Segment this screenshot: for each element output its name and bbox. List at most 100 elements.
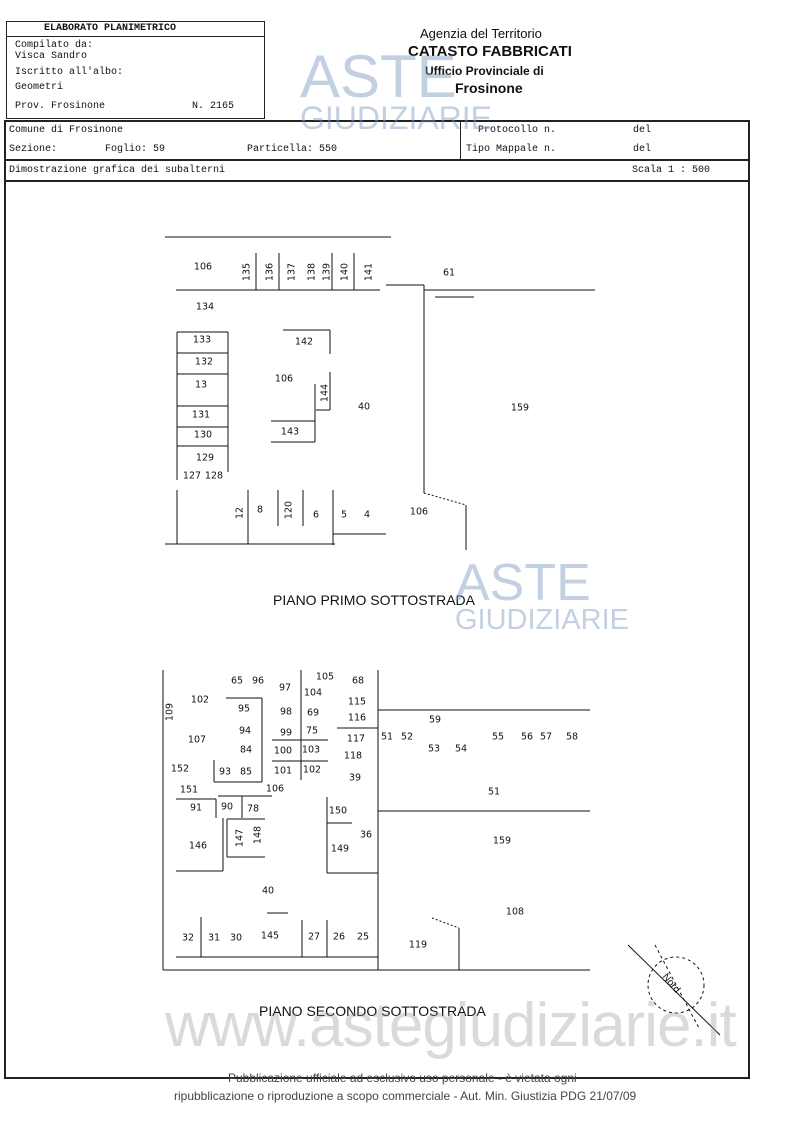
room-label: 30 [229, 932, 243, 944]
room-label: 105 [315, 671, 335, 683]
room-label: 94 [238, 725, 252, 737]
office-city: Frosinone [455, 80, 523, 96]
room-label: 56 [520, 731, 534, 743]
document-title: ELABORATO PLANIMETRICO [44, 23, 177, 34]
catasto-title: CATASTO FABBRICATI [408, 43, 572, 60]
room-label: 85 [239, 766, 253, 778]
room-label: 141 [363, 262, 375, 282]
room-label: 159 [510, 402, 530, 414]
room-label: 151 [179, 784, 199, 796]
room-label: 131 [191, 409, 211, 421]
room-label: 5 [340, 509, 348, 521]
room-label: 117 [346, 733, 366, 745]
agency-name: Agenzia del Territorio [420, 26, 542, 41]
room-label: 132 [194, 356, 214, 368]
room-label: 61 [442, 267, 456, 279]
room-label: 12 [234, 506, 246, 520]
compiled-label: Compilato da: [15, 40, 94, 51]
protocollo-label: Protocollo n. [478, 125, 557, 136]
room-label: 104 [303, 687, 323, 699]
drawing-frame [4, 120, 750, 1079]
room-label: 137 [286, 262, 298, 282]
room-label: 142 [294, 336, 314, 348]
room-label: 106 [193, 261, 213, 273]
room-label: 109 [164, 702, 176, 722]
room-label: 78 [246, 803, 260, 815]
room-label: 69 [306, 707, 320, 719]
room-label: 26 [332, 931, 346, 943]
registered-label: Iscritto all'albo: [15, 67, 124, 78]
room-label: 102 [302, 764, 322, 776]
room-label: 32 [181, 932, 195, 944]
province: Prov. Frosinone [15, 101, 106, 112]
room-label: 135 [241, 262, 253, 282]
room-label: 4 [363, 509, 371, 521]
tipo-mappale-del: del [633, 144, 652, 155]
room-label: 139 [321, 262, 333, 282]
scale: Scala 1 : 500 [632, 165, 711, 176]
room-label: 40 [357, 401, 371, 413]
room-label: 120 [283, 500, 295, 520]
room-label: 143 [280, 426, 300, 438]
room-label: 106 [274, 373, 294, 385]
room-label: 102 [190, 694, 210, 706]
room-label: 6 [312, 509, 320, 521]
protocollo-del: del [633, 125, 652, 136]
room-label: 13 [194, 379, 208, 391]
floor1-title: PIANO PRIMO SOTTOSTRADA [273, 592, 475, 608]
room-label: 140 [339, 262, 351, 282]
sezione: Sezione: [9, 144, 58, 155]
room-label: 99 [279, 727, 293, 739]
room-label: 145 [260, 930, 280, 942]
room-label: 103 [301, 744, 321, 756]
surveyor-box [6, 21, 265, 119]
room-label: 97 [278, 682, 292, 694]
room-label: 138 [306, 262, 318, 282]
office-label: Ufficio Provinciale di [425, 64, 544, 78]
room-label: 147 [234, 828, 246, 848]
room-label: 119 [408, 939, 428, 951]
watermark-url: www.astegiudiziarie.it [165, 991, 737, 1060]
room-label: 52 [400, 731, 414, 743]
room-label: 144 [319, 383, 331, 403]
room-label: 118 [343, 750, 363, 762]
room-label: 40 [261, 885, 275, 897]
footer-line2: ripubblicazione o riproduzione a scopo c… [174, 1089, 637, 1103]
room-label: 51 [380, 731, 394, 743]
room-label: 108 [505, 906, 525, 918]
room-label: 51 [487, 786, 501, 798]
room-label: 129 [195, 452, 215, 464]
comune: Comune di Frosinone [9, 125, 124, 136]
foglio: Foglio: 59 [105, 144, 166, 155]
room-label: 75 [305, 725, 319, 737]
room-label: 133 [192, 334, 212, 346]
room-label: 106 [265, 783, 285, 795]
room-label: 90 [220, 801, 234, 813]
room-label: 100 [273, 745, 293, 757]
room-label: 106 [409, 506, 429, 518]
demo-label: Dimostrazione grafica dei subalterni [9, 165, 226, 176]
room-label: 95 [237, 703, 251, 715]
room-label: 98 [279, 706, 293, 718]
room-label: 8 [256, 504, 264, 516]
room-label: 159 [492, 835, 512, 847]
compiled-name: Visca Sandro [15, 51, 88, 62]
room-label: 136 [264, 262, 276, 282]
room-label: 150 [328, 805, 348, 817]
room-label: 146 [188, 840, 208, 852]
registered-value: Geometri [15, 82, 64, 93]
room-label: 25 [356, 931, 370, 943]
room-label: 91 [189, 802, 203, 814]
room-label: 149 [330, 843, 350, 855]
room-label: 148 [252, 825, 264, 845]
floor2-title: PIANO SECONDO SOTTOSTRADA [259, 1003, 486, 1019]
room-label: 84 [239, 744, 253, 756]
room-label: 54 [454, 743, 468, 755]
room-label: 53 [427, 743, 441, 755]
room-label: 116 [347, 712, 367, 724]
room-label: 115 [347, 696, 367, 708]
room-label: 127 [182, 470, 202, 482]
room-label: 152 [170, 763, 190, 775]
